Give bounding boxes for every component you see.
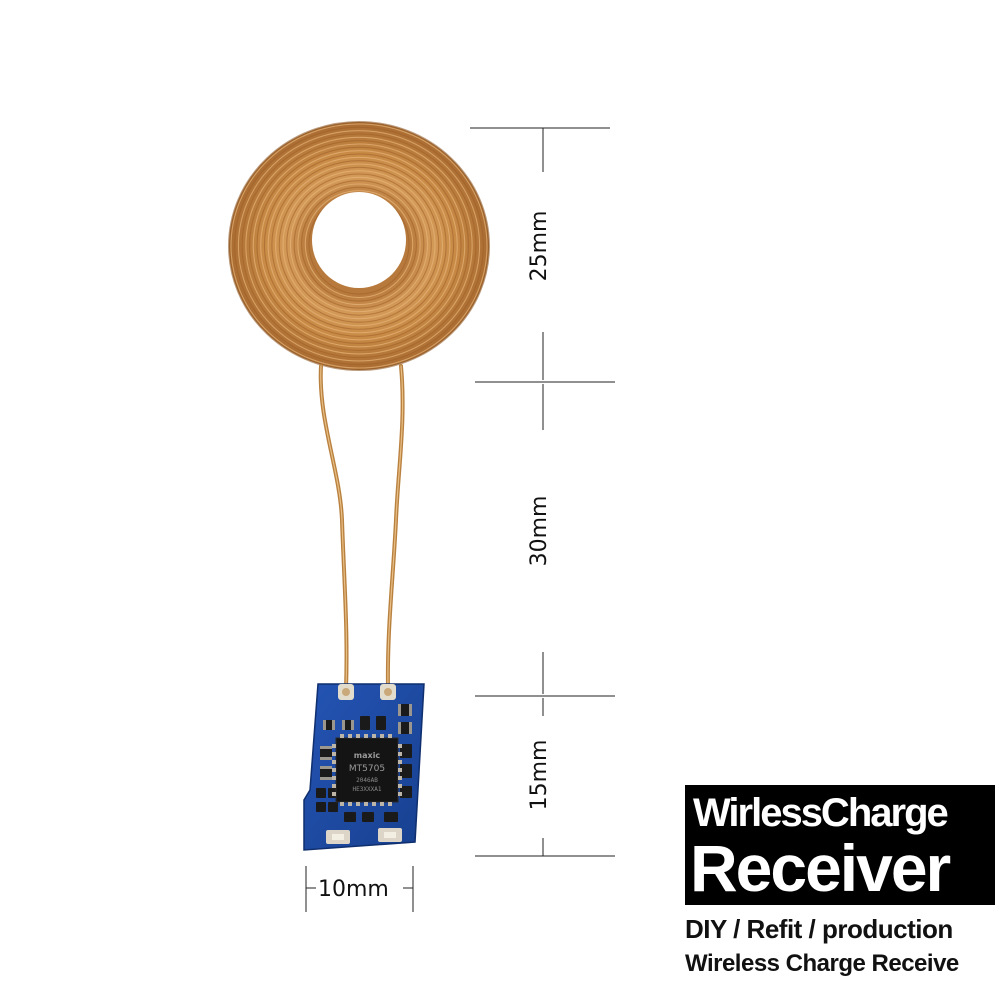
- chip-lot: 2046AB: [356, 777, 378, 784]
- coil-lead-wires: [318, 364, 405, 692]
- tagline-product: Wireless Charge Receive: [685, 950, 959, 977]
- coil-diameter-label: 25mm: [527, 210, 552, 282]
- lead-length-label: 30mm: [527, 495, 552, 567]
- board-height-label: 15mm: [527, 739, 552, 811]
- copper-coil: [228, 121, 490, 371]
- chip-part: MT5705: [349, 764, 385, 774]
- title-banner: WirlessCharge Receiver: [685, 785, 995, 905]
- receiver-pcb: maxic MT5705 2046AB HE3XXXA1: [303, 683, 425, 851]
- dimension-lines: [305, 127, 615, 912]
- mt5705-chip: maxic MT5705 2046AB HE3XXXA1: [332, 734, 402, 806]
- tagline-use-cases: DIY / Refit / production: [685, 914, 953, 944]
- board-width-label: 10mm: [318, 877, 389, 902]
- title-line-2: Receiver: [690, 831, 951, 905]
- coil-center-hole: [312, 192, 406, 288]
- chip-brand: maxic: [354, 751, 381, 760]
- title-line-1: WirlessCharge: [693, 791, 949, 835]
- chip-code: HE3XXXA1: [353, 786, 382, 793]
